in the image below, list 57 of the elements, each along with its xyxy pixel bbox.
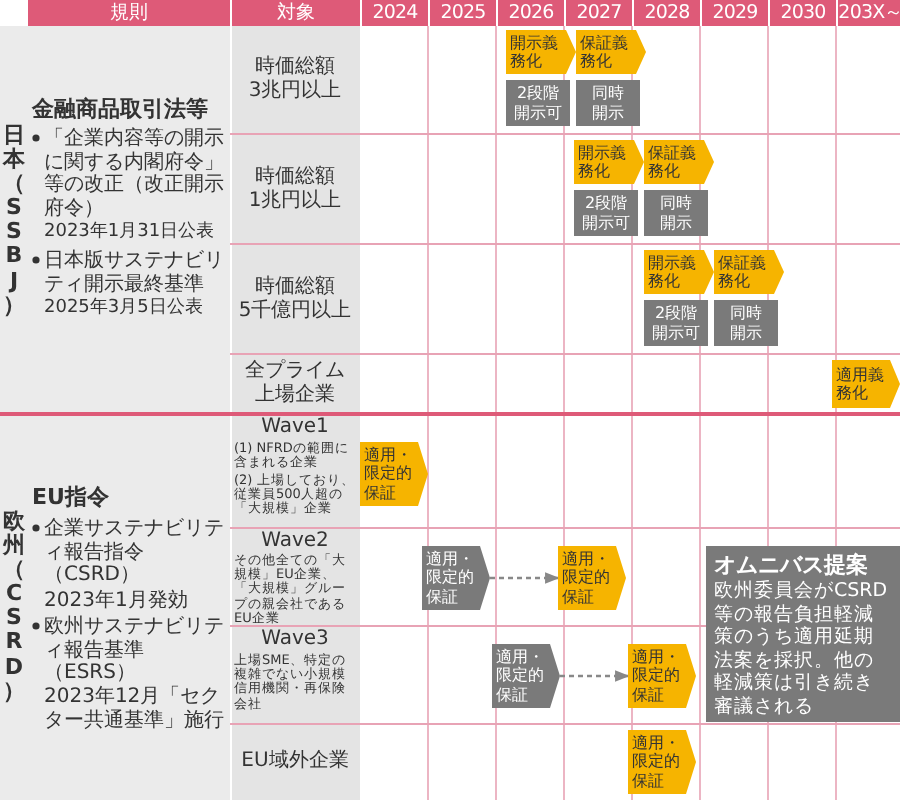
- milestone-marker: 適用・限定的保証: [628, 644, 696, 708]
- year-header: 2030: [768, 0, 836, 26]
- law-item: 欧州サステナビリティ報告基準（ESRS）: [44, 616, 226, 685]
- year-header: 2029: [700, 0, 768, 26]
- milestone-marker: 保証義務化: [714, 250, 784, 294]
- date-note: 2023年12月「セクター共通基準」施行: [44, 686, 226, 734]
- date-note: 2025年3月5日公表: [44, 298, 205, 320]
- target-label: 時価総額: [253, 56, 337, 79]
- milestone-marker: 開示義務化: [644, 250, 714, 294]
- target-label: 全プライム上場企業: [243, 360, 347, 409]
- option-marker: 適用・限定的保証: [492, 644, 560, 708]
- law-item: 日本版サステナビリティ開示最終基準: [44, 250, 226, 297]
- region-label: 日本（SSBJ）: [2, 124, 26, 322]
- note-title: オムニバス提案: [714, 552, 870, 580]
- note-panel: [706, 546, 900, 722]
- milestone-marker: 開示義務化: [574, 140, 644, 184]
- note-body: 欧州委員会がCSRD等の報告負担軽減策のうち適用延期法案を採択。他の軽減策は引き続き審議される: [714, 580, 890, 718]
- target-label: 時価総額: [253, 166, 337, 189]
- year-header: 2026: [496, 0, 564, 26]
- milestone-marker: 開示義務化: [506, 30, 576, 74]
- milestone-marker: 保証義務化: [644, 140, 714, 184]
- column-header: 規則: [26, 0, 230, 26]
- milestone-marker: 適用・限定的保証: [558, 546, 626, 610]
- milestone-marker: 適用・限定的保証: [360, 442, 428, 506]
- date-note: 2023年1月31日公表: [44, 222, 217, 244]
- year-header: 2028: [632, 0, 700, 26]
- option-tag: 2段階開示可: [644, 300, 708, 346]
- target-label: 1兆円以上: [246, 190, 344, 214]
- year-header: 203X～: [836, 0, 900, 26]
- law-item: 「企業内容等の開示に関する内閣府令」等の改正（改正開示府令）: [44, 128, 226, 220]
- wave-title: Wave3: [259, 628, 331, 652]
- target-label: 5千億円以上: [236, 300, 354, 324]
- option-marker: 適用・限定的保証: [422, 546, 490, 610]
- option-tag: 同時開示: [644, 190, 708, 236]
- option-tag: 2段階開示可: [506, 80, 570, 126]
- wave-title: Wave1: [259, 416, 331, 440]
- target-label: 3兆円以上: [246, 80, 344, 104]
- wave-title: Wave2: [259, 530, 331, 553]
- milestone-marker: 適用義務化: [832, 360, 900, 408]
- milestone-marker: 適用・限定的保証: [628, 730, 696, 794]
- milestone-marker: 保証義務化: [576, 30, 646, 74]
- year-header: 2025: [428, 0, 496, 26]
- target-label: 時価総額: [253, 276, 337, 299]
- arrow: [490, 572, 560, 584]
- law-title: EU指令: [32, 486, 111, 514]
- region-label: 欧州（CSRD）: [2, 510, 26, 708]
- year-header: 2027: [564, 0, 632, 26]
- law-title: 金融商品取引法等: [32, 98, 210, 126]
- column-header: 対象: [230, 0, 360, 26]
- option-tag: 同時開示: [714, 300, 778, 346]
- option-tag: 同時開示: [576, 80, 640, 126]
- year-header: 2024: [360, 0, 428, 26]
- arrow: [560, 670, 630, 682]
- target-label: EU域外企業: [239, 750, 351, 774]
- law-item: 企業サステナビリティ報告指令（CSRD）: [44, 518, 226, 588]
- option-tag: 2段階開示可: [574, 190, 638, 236]
- date-note: 2023年1月発効: [44, 590, 190, 614]
